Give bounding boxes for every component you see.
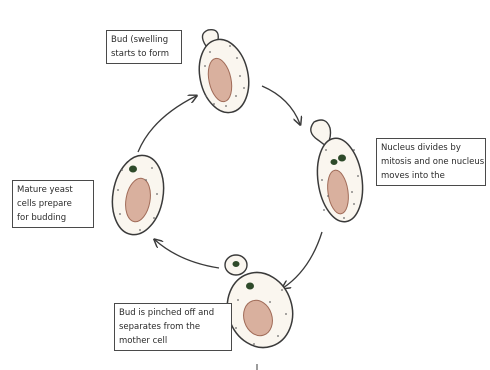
label-nucleus-divides: Nucleus divides by mitosis and one nucle… (376, 138, 486, 186)
nucleus (331, 159, 338, 165)
label-bud-pinched-off: Bud is pinched off and separates from th… (114, 303, 232, 351)
label-line: Mature yeast (17, 183, 89, 197)
nucleus (129, 166, 137, 173)
label-line: Bud (swelling (111, 33, 177, 47)
cell-nucleus-dividing (311, 120, 368, 225)
label-line: mitosis and one nucleus (381, 155, 481, 169)
nucleus (246, 283, 254, 290)
label-bud-forming: Bud (swelling starts to form (106, 30, 182, 64)
cycle-arrow-top-left (138, 96, 196, 152)
label-mature-yeast: Mature yeast cells prepare for budding (12, 180, 94, 228)
cell-mature-yeast (106, 151, 169, 238)
label-line: Nucleus divides by (381, 141, 481, 155)
cell-bud-forming (193, 30, 255, 117)
label-line: mother cell (119, 334, 227, 348)
cycle-arrow-bottom-right (283, 232, 322, 288)
label-line: Bud is pinched off and (119, 306, 227, 320)
cycle-arrow-bottom-left (155, 240, 219, 268)
nucleus (338, 155, 346, 162)
label-line: separates from the (119, 320, 227, 334)
label-line: for budding (17, 211, 89, 225)
label-line: moves into the (381, 169, 481, 183)
label-line: starts to form (111, 47, 177, 61)
nucleus (233, 261, 240, 267)
label-line: cells prepare (17, 197, 89, 211)
cycle-arrow-top-right (262, 86, 300, 124)
